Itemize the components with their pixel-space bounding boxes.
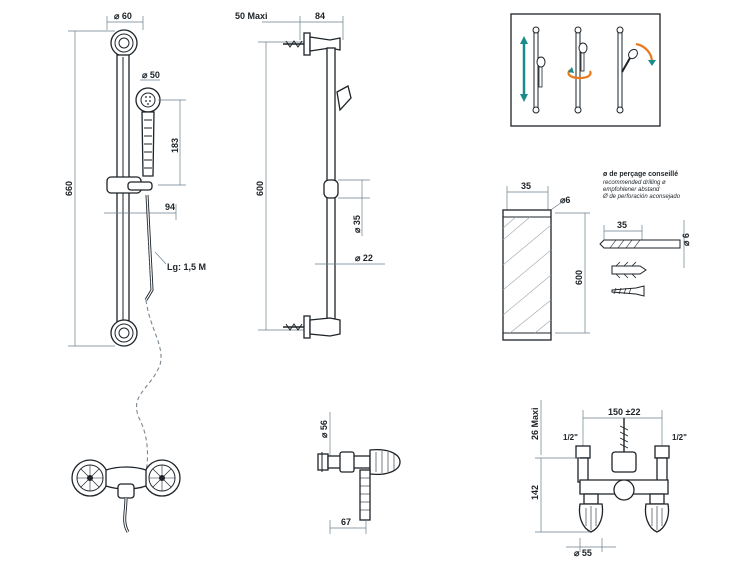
dim-template-width: 35 bbox=[521, 181, 531, 191]
center-wall-screw bbox=[619, 418, 629, 458]
mixer-dimension-view: 26 Maxi 150 ±22 1/2" 1/2" bbox=[530, 400, 687, 558]
left-handle bbox=[71, 459, 109, 497]
dim-mixer-height: ⌀ 56 bbox=[319, 420, 329, 438]
mixer-outlet bbox=[613, 479, 635, 501]
dim-top-diameter: ⌀ 60 bbox=[114, 11, 132, 21]
drill-bit bbox=[599, 239, 681, 249]
right-eccentric bbox=[654, 445, 670, 459]
hand-shower bbox=[135, 87, 161, 177]
dim-handshower-length: 183 bbox=[170, 138, 180, 153]
slide-adjust-icon bbox=[520, 26, 546, 114]
bottom-wall-bracket bbox=[110, 319, 138, 347]
dim-overall-height: 660 bbox=[64, 181, 74, 196]
dim-mixer-base: ⌀ 55 bbox=[574, 548, 592, 558]
dim-template-height: 600 bbox=[574, 270, 584, 285]
dim-template-hole: ⌀6 bbox=[560, 195, 570, 205]
drilling-title: ø de perçage conseillé bbox=[603, 171, 678, 178]
dim-depth: 84 bbox=[315, 11, 325, 21]
dim-projection: 94 bbox=[165, 202, 175, 212]
adjustment-icons-panel bbox=[510, 13, 661, 127]
mixer-body bbox=[105, 466, 147, 490]
dim-mixer-max: 26 Maxi bbox=[530, 407, 540, 440]
dim-center-distance: 600 bbox=[255, 181, 265, 196]
mixer-side-view: ⌀ 56 67 bbox=[317, 412, 401, 534]
mixer-front-view bbox=[71, 459, 181, 533]
dim-plug-length: 35 bbox=[617, 220, 627, 230]
dim-mixer-total-height: 142 bbox=[530, 485, 540, 500]
left-eccentric bbox=[575, 445, 591, 459]
dim-wall-max: 50 Maxi bbox=[235, 11, 268, 21]
front-view: ⌀ 60 660 bbox=[64, 11, 206, 347]
screw-icon bbox=[611, 285, 645, 297]
drilling-line-es: Ø de perforación aconsejado bbox=[602, 194, 681, 200]
dim-handshower-head: ⌀ 50 bbox=[142, 70, 160, 80]
side-slider bbox=[323, 179, 339, 199]
wall-plug-icon bbox=[611, 261, 647, 279]
drilling-line-de: empfohlener abstand bbox=[603, 187, 660, 193]
dim-mixer-centers: 150 ±22 bbox=[608, 407, 640, 417]
drilling-line-en: recommended drilling ø bbox=[603, 180, 666, 186]
drilling-template: 35 ⌀6 600 ø de perçage conseillé recomme… bbox=[502, 171, 691, 341]
mixer-side-outlet bbox=[359, 469, 371, 521]
dim-slider: ⌀ 35 bbox=[352, 215, 362, 233]
side-hand-shower bbox=[336, 85, 352, 112]
dim-plug-diameter: ⌀ 6 bbox=[681, 233, 691, 246]
right-handle bbox=[143, 459, 181, 497]
side-view: 50 Maxi 84 600 ⌀ 35 ⌀ 22 bbox=[235, 11, 385, 339]
dim-mixer-depth: 67 bbox=[341, 517, 351, 527]
mixer-side-handle bbox=[369, 448, 401, 476]
dim-bar: ⌀ 22 bbox=[355, 253, 373, 263]
tilt-adjust-icon bbox=[616, 26, 656, 114]
swivel-adjust-icon bbox=[567, 26, 592, 114]
side-bottom-fixing bbox=[283, 315, 341, 339]
hose-length-label: Lg: 1,5 M bbox=[167, 262, 206, 272]
thread-right-label: 1/2" bbox=[672, 433, 687, 442]
thread-left-label: 1/2" bbox=[563, 433, 578, 442]
flexible-hose-path bbox=[135, 299, 162, 491]
top-wall-bracket bbox=[110, 29, 138, 57]
